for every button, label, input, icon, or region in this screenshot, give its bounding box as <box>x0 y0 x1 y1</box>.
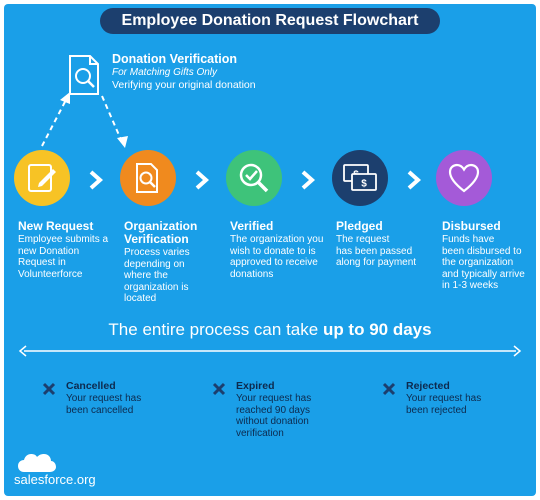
pencil-document-icon <box>28 164 56 192</box>
verification-title: Donation Verification <box>112 52 238 66</box>
verification-subtitle: For Matching Gifts Only <box>112 67 218 78</box>
status-title-rejected: Rejected <box>406 380 450 392</box>
step-title-organization-verification: Organization Verification <box>124 219 198 246</box>
x-mark-icon <box>212 382 226 396</box>
x-mark-icon <box>42 382 56 396</box>
duration-prefix: The entire process can take <box>108 320 323 339</box>
step-disbursed-circle <box>436 150 492 206</box>
x-mark-icon <box>382 382 396 396</box>
status-description-rejected: Your request has been rejected <box>406 393 482 416</box>
step-title-disbursed: Disbursed <box>442 219 501 233</box>
svg-text:$: $ <box>361 179 367 190</box>
step-verified-circle <box>226 150 282 206</box>
step-description-disbursed: Funds have been disbursed to the organiz… <box>442 234 525 291</box>
step-title-pledged: Pledged <box>336 219 383 233</box>
page-title: Employee Donation Request Flowchart <box>100 8 440 34</box>
chevron-right-icon <box>407 170 422 190</box>
arrowhead-down <box>117 136 128 148</box>
chevron-right-icon <box>89 170 104 190</box>
duration-emphasis: up to 90 days <box>322 320 432 339</box>
verification-description: Verifying your original donation <box>112 79 256 91</box>
chevron-right-icon <box>301 170 316 190</box>
money-bills-icon: $ $ <box>343 164 377 191</box>
step-title-new-request: New Request <box>18 219 94 233</box>
step-new-request-circle <box>14 150 70 206</box>
magnifier-document-icon <box>136 163 158 193</box>
flowchart-panel: Employee Donation Request Flowchart Dona… <box>4 4 536 496</box>
status-description-cancelled: Your request has been cancelled <box>66 393 142 416</box>
salesforce-logo-text: salesforce.org <box>14 472 96 487</box>
step-title-verified: Verified <box>230 219 274 233</box>
step-description-organization-verification: Process varies depending on where the or… <box>124 247 190 304</box>
duration-double-arrow <box>18 345 522 357</box>
chevron-right-icon <box>195 170 210 190</box>
magnifier-check-icon <box>239 163 269 193</box>
process-duration: The entire process can take up to 90 day… <box>4 320 536 340</box>
magnifier-document-icon <box>64 54 106 96</box>
donation-verification-block: Donation Verification For Matching Gifts… <box>112 52 256 91</box>
heart-icon <box>448 163 480 193</box>
step-description-pledged: The request has been passed along for pa… <box>336 234 417 268</box>
dashed-connectors <box>41 92 128 148</box>
step-description-verified: The organization you wish to donate to i… <box>230 234 324 280</box>
status-description-expired: Your request has reached 90 days without… <box>236 393 312 439</box>
step-pledged-circle: $ $ <box>332 150 388 206</box>
step-description-new-request: Employee submits a new Donation Request … <box>18 234 109 280</box>
arrowhead-up <box>60 92 70 104</box>
status-title-cancelled: Cancelled <box>66 380 116 392</box>
dashed-connector-up <box>41 95 69 147</box>
step-organization-verification-circle <box>120 150 176 206</box>
status-title-expired: Expired <box>236 380 275 392</box>
dashed-connector-down <box>101 95 123 143</box>
salesforce-cloud-logo <box>18 454 56 472</box>
